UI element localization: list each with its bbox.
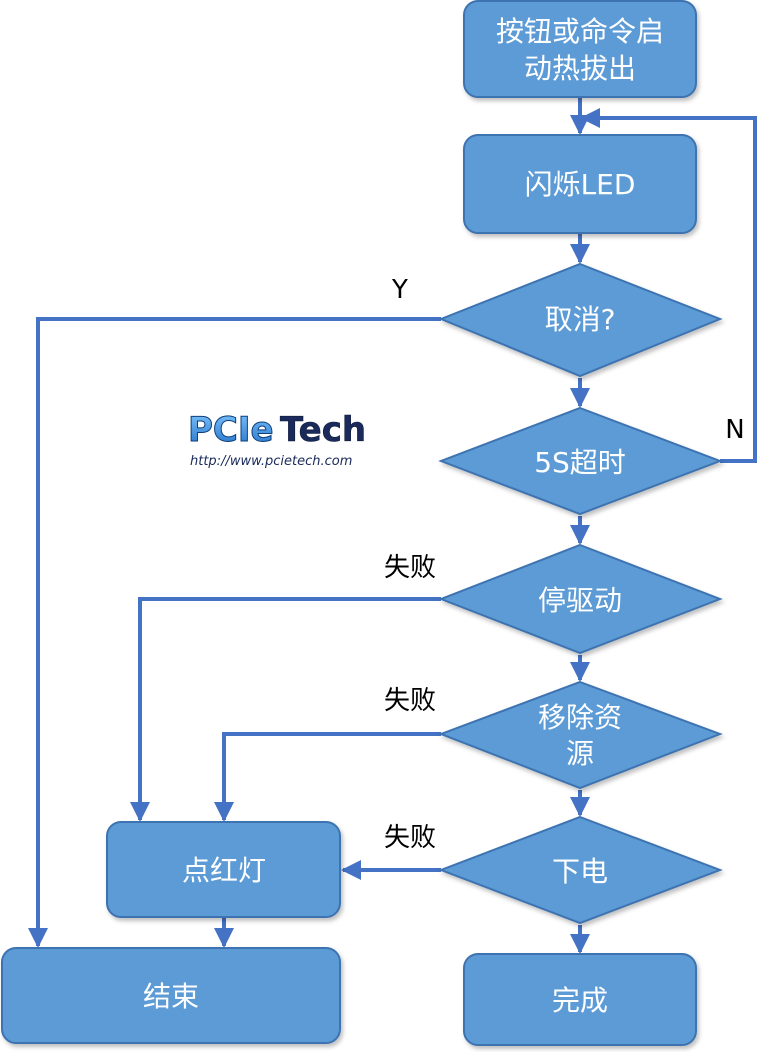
- no-label: N: [725, 415, 744, 445]
- node-blink-led: 闪烁LED: [463, 134, 697, 234]
- logo-brand-tech: Tech: [280, 410, 366, 450]
- logo-url: http://www.pcietech.com: [190, 454, 352, 469]
- decision-power-off: 下电: [438, 815, 723, 925]
- node-red-light-label: 点红灯: [182, 854, 266, 887]
- edge-stopdriver-fail: [130, 597, 441, 822]
- pcietech-logo: PCIe Tech http://www.pcietech.com: [188, 410, 367, 470]
- node-end-label: 结束: [143, 980, 199, 1013]
- edge-remove-fail: [214, 732, 441, 822]
- fail-label-power-off: 失败: [384, 823, 436, 853]
- logo-brand-pcie: PCIe: [188, 410, 274, 450]
- decision-stop-driver: 停驱动: [438, 543, 723, 655]
- decision-cancel-label: 取消?: [545, 303, 616, 336]
- decision-remove-resource-line2: 源: [566, 737, 594, 770]
- connectors: [28, 97, 757, 954]
- decision-timeout: 5S超时: [438, 406, 723, 516]
- fail-label-remove-resource: 失败: [384, 686, 436, 716]
- fail-label-stop-driver: 失败: [384, 553, 436, 583]
- node-done: 完成: [463, 953, 697, 1046]
- node-end: 结束: [1, 947, 341, 1044]
- decision-remove-resource-line1: 移除资: [538, 701, 622, 734]
- node-start-line2: 动热拔出: [524, 52, 636, 85]
- node-done-label: 完成: [552, 984, 608, 1017]
- edge-cancel-yes-to-end: [28, 317, 441, 948]
- yes-label: Y: [391, 275, 408, 305]
- node-start: 按钮或命令启 动热拔出: [463, 0, 697, 98]
- node-start-line1: 按钮或命令启: [496, 15, 664, 48]
- decision-power-off-label: 下电: [552, 855, 608, 888]
- edge-timeout-no-loop: [580, 108, 757, 463]
- node-red-light: 点红灯: [106, 821, 341, 918]
- decision-cancel: 取消?: [438, 262, 723, 378]
- decision-timeout-label: 5S超时: [534, 446, 626, 479]
- node-blink-led-label: 闪烁LED: [525, 168, 636, 201]
- decision-stop-driver-label: 停驱动: [538, 584, 622, 617]
- decision-remove-resource: 移除资 源: [438, 680, 723, 790]
